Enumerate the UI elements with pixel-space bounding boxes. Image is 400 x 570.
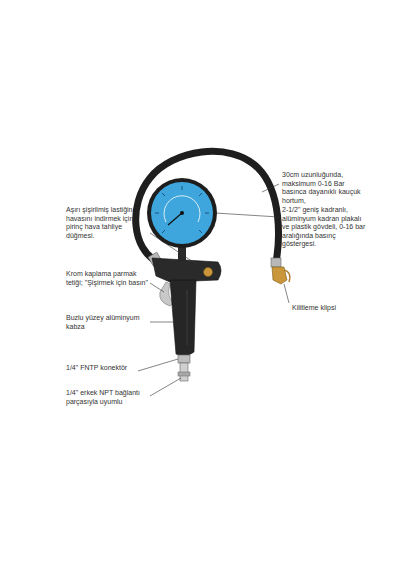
gauge-pivot bbox=[180, 211, 184, 215]
handle-callout: Buzlu yüzey alüminyum kabza bbox=[66, 314, 146, 331]
fitting-collar bbox=[178, 372, 190, 376]
brass-release-button bbox=[204, 268, 213, 277]
gun-body bbox=[152, 258, 221, 282]
trigger-callout: Krom kaplama parmak tetiği; "Şişirmek iç… bbox=[66, 270, 148, 287]
gauge-rim bbox=[147, 178, 217, 248]
gauge-ticks bbox=[155, 186, 209, 233]
leader-lines bbox=[138, 184, 289, 396]
gauge-face bbox=[151, 182, 213, 244]
connector-callout: 1/4" FNTP konektör bbox=[66, 364, 136, 373]
handle-groove bbox=[187, 290, 188, 345]
aluminium-handle bbox=[170, 280, 196, 356]
rubber-hose bbox=[136, 151, 279, 262]
gauge-scale-arc bbox=[164, 196, 200, 222]
gauge-callout: 2-1/2" geniş kadranlı, alüminyum kadran … bbox=[282, 206, 368, 249]
hose-callout: 30cm uzunluğunda, maksimum 0-16 Bar bası… bbox=[282, 171, 364, 205]
fitting-callout: 1/4" erkek NPT bağlantı parçasıyla uyuml… bbox=[66, 389, 148, 406]
clip-callout: Kilitleme klipsi bbox=[292, 304, 362, 313]
release-button-callout: Aşırı şişirilmiş lastiğin havasını indir… bbox=[66, 206, 148, 240]
fntp-connector bbox=[178, 355, 190, 363]
locking-clip bbox=[284, 270, 290, 282]
gauge-needle bbox=[168, 213, 182, 225]
hose-ferrule bbox=[271, 258, 281, 267]
